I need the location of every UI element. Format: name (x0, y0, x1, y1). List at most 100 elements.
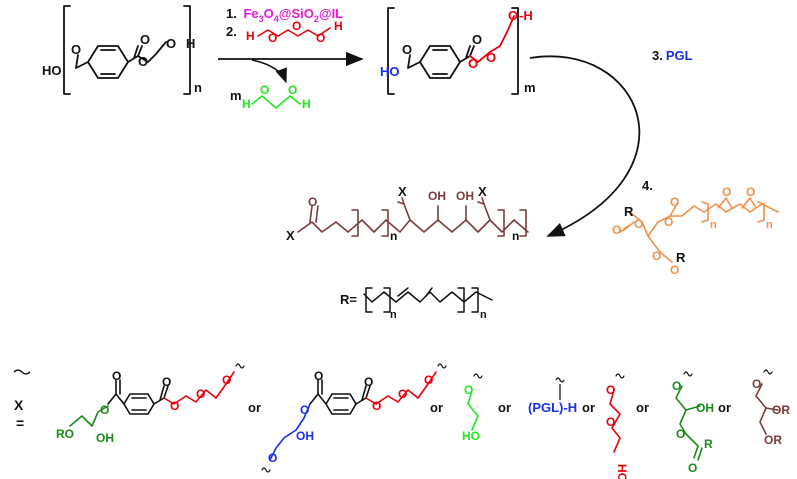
pet-repeat-n: n (194, 80, 202, 95)
x-option-7 (755, 369, 779, 435)
oligomer-terminal-oh: -H (519, 8, 533, 23)
bhet-oligomer (387, 7, 519, 95)
diethylene-glycol-reagent (257, 27, 331, 37)
opt2-o-ester-2: O (372, 399, 381, 413)
oil-r-top: R (624, 204, 634, 219)
oligomer-repeat-m: m (524, 80, 536, 95)
step3-label: 3.PGL (652, 48, 693, 63)
eg-h-right: H (302, 97, 311, 111)
step2-number: 2. (226, 24, 237, 39)
opt2-oh: OH (296, 429, 314, 443)
oil-o-2: O (634, 217, 643, 231)
product-x-left: X (286, 228, 295, 243)
opt5-ho-vertical: HO (615, 464, 629, 479)
byproduct-multiplier-m: m (230, 88, 242, 103)
oil-repeat-n-2: n (766, 219, 773, 231)
opt6-r: R (704, 437, 713, 451)
opt3-o: O (464, 383, 473, 397)
oil-o-3: O (664, 215, 673, 229)
byproduct-arrow (251, 59, 287, 84)
ethylene-glycol-byproduct (251, 95, 301, 109)
x-wavy-bond (13, 369, 31, 375)
pet-carbonyl-o-label: O (71, 42, 81, 57)
opt2-o-ether-2: O (424, 373, 433, 387)
opt1-o-ester-2: O (170, 399, 179, 413)
opt6-o-top: O (672, 379, 681, 393)
or-separator-4: or (582, 400, 595, 415)
product-carbonyl-o: O (308, 195, 317, 209)
oil-r-bottom: R (676, 250, 686, 265)
oligomer-ester-carbonyl: O (472, 32, 482, 47)
opt7-o-top: O (752, 377, 761, 391)
step1-label: 1. Fe3O4@SiO2@IL (226, 6, 343, 24)
deg-o-3: O (316, 31, 325, 45)
r-group-chain (363, 287, 493, 313)
product-x-upper-right: X (478, 184, 487, 199)
eg-o-left: O (260, 83, 269, 97)
product-repeat-n-2: n (512, 229, 519, 243)
opt1-ro: RO (56, 427, 74, 441)
opt2-o-bottom: O (268, 451, 277, 465)
oil-repeat-n-1: n (710, 219, 717, 231)
opt1-o-ester-1: O (100, 403, 109, 417)
r-group-n-1: n (390, 309, 397, 321)
product-oh-1: OH (428, 189, 446, 203)
step4-number: 4. (642, 178, 653, 193)
pet-acid-label: HO (42, 63, 62, 78)
product-x-upper-left: X (398, 184, 407, 199)
oil-epoxide-o-2: O (746, 185, 755, 199)
deg-o-2: O (292, 19, 301, 33)
oil-o-1: O (612, 223, 621, 237)
opt5-o-2: O (606, 415, 615, 429)
oil-epoxide-o-1: O (722, 185, 731, 199)
x-legend-equals: = (16, 415, 24, 431)
eg-h-left: H (242, 97, 251, 111)
opt4-wavy-bond (555, 377, 565, 400)
opt4-pgl-h: (PGL)-H (528, 400, 577, 415)
eg-o-right: O (288, 83, 297, 97)
x-option-1 (69, 363, 245, 427)
opt3-ho: HO (462, 429, 480, 443)
opt2-o-ester-1: O (300, 403, 309, 417)
oligomer-acid-label: HO (380, 64, 400, 79)
opt1-o-ether-1: O (196, 387, 205, 401)
or-separator-3: or (498, 400, 511, 415)
x-option-6 (675, 371, 703, 461)
r-definition-label: R= (340, 292, 357, 307)
opt1-o-carbonyl-2: O (162, 375, 171, 389)
x-option-2 (261, 363, 447, 473)
oligomer-ether-o: O (486, 50, 496, 65)
opt6-o-ester: O (676, 427, 685, 441)
opt7-or-2: OR (764, 433, 782, 447)
pet-starting-polymer (63, 5, 191, 95)
opt6-oh: OH (696, 401, 714, 415)
or-separator-1: or (248, 400, 261, 415)
opt2-o-carbonyl-2: O (364, 375, 373, 389)
polyol-product (297, 197, 529, 237)
pet-ester-o-label: O (138, 54, 148, 69)
pet-terminal-o-label: O (166, 36, 176, 51)
pet-ester-carbonyl-label: O (140, 32, 150, 47)
epoxidized-oil (619, 197, 779, 263)
opt1-o-ether-2: O (222, 373, 231, 387)
pet-terminal-h-label: H (186, 36, 195, 51)
oil-o-6: O (670, 263, 679, 277)
opt6-o-carbonyl: O (688, 461, 697, 475)
opt2-o-carbonyl-1: O (314, 369, 323, 383)
or-separator-2: or (430, 400, 443, 415)
product-repeat-n-1: n (390, 229, 397, 243)
opt1-o-carbonyl-1: O (112, 369, 121, 383)
oil-o-5: O (652, 249, 661, 263)
x-option-3 (467, 373, 483, 431)
product-oh-2: OH (456, 189, 474, 203)
or-separator-5: or (636, 400, 649, 415)
or-separator-6: or (718, 400, 731, 415)
oil-o-4: O (670, 195, 679, 209)
x-legend-label: X (14, 397, 24, 413)
opt2-o-ether-1: O (398, 387, 407, 401)
r-group-n-2: n (480, 309, 487, 321)
oligomer-ester-o: O (468, 56, 478, 71)
oligomer-carbonyl-o: O (402, 42, 412, 57)
oligomer-terminal-o: O (508, 8, 518, 23)
